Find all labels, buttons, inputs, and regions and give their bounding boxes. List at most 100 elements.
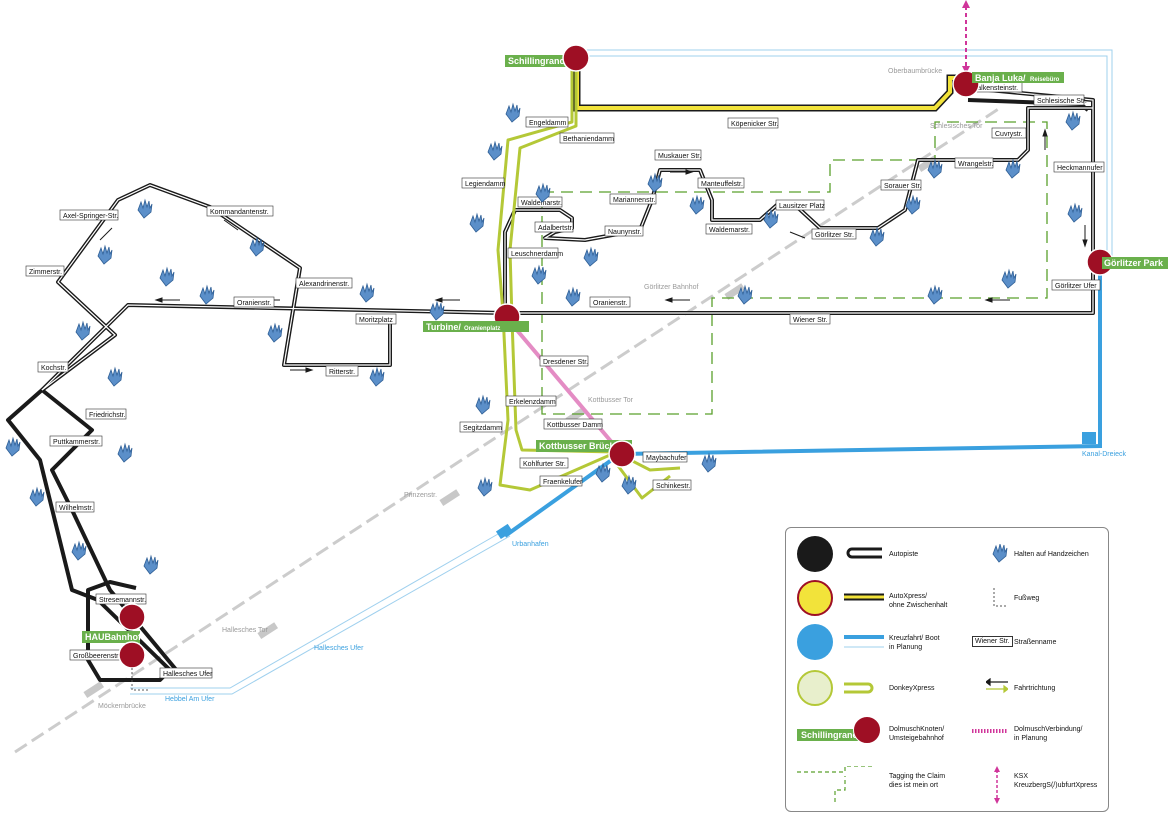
street-label: Leuschnerdamm — [507, 247, 563, 259]
svg-text:Hallesches Ufer: Hallesches Ufer — [163, 671, 213, 678]
legend-autoxpress: AutoXpress/ohne Zwischenhalt — [889, 593, 948, 609]
planned-boat-route — [130, 535, 511, 695]
svg-text:Cuvrystr.: Cuvrystr. — [995, 131, 1023, 138]
street-label: Wiener Str. — [789, 313, 831, 325]
svg-text:Banja Luka/: Banja Luka/ — [975, 73, 1026, 83]
svg-text:Hebbel Am Ufer: Hebbel Am Ufer — [165, 696, 215, 703]
svg-text:Maybachufer: Maybachufer — [646, 455, 687, 462]
legend-strassenname: Straßenname — [1014, 639, 1057, 646]
legend-hub-label: Schillingranch — [797, 729, 868, 741]
street-label: Cuvrystr. — [991, 127, 1027, 139]
svg-text:Kottbusser Tor: Kottbusser Tor — [588, 397, 634, 404]
legend-hub-dot — [853, 716, 881, 744]
street-label: Schinkestr. — [652, 479, 692, 491]
svg-text:Waldemarstr.: Waldemarstr. — [709, 227, 750, 234]
street-label: Mariannenstr. — [609, 193, 657, 205]
svg-text:Dresdener Str.: Dresdener Str. — [543, 359, 588, 366]
car-icon — [797, 536, 833, 572]
svg-text:Hallesches Tor: Hallesches Tor — [222, 627, 268, 634]
svg-text:Turbine/: Turbine/ — [426, 322, 461, 332]
legend-donkeyxpress: DonkeyXpress — [889, 685, 935, 692]
street-label: Oranienstr. — [233, 296, 275, 308]
autoxpress-icon — [797, 580, 833, 616]
street-label: Schlesische Str. — [1033, 94, 1087, 106]
svg-text:Waldemarstr.: Waldemarstr. — [521, 200, 562, 207]
svg-text:Segitzdamm: Segitzdamm — [463, 425, 502, 432]
svg-text:Wilhelmstr.: Wilhelmstr. — [59, 505, 93, 512]
svg-text:Zimmerstr.: Zimmerstr. — [29, 269, 62, 276]
street-label: Waldemarstr. — [705, 223, 753, 235]
donkeyxpress-network — [496, 66, 681, 500]
street-label: Friedrichstr. — [85, 408, 127, 420]
hub-turbine[interactable]: Turbine/ Oranienplatz — [423, 303, 529, 332]
svg-text:Oranienplatz: Oranienplatz — [464, 326, 500, 332]
legend-autopiste: Autopiste — [889, 551, 919, 558]
street-label: Maybachufer — [642, 451, 688, 463]
street-label: Wilhelmstr. — [55, 501, 95, 513]
svg-text:Schlesische Str.: Schlesische Str. — [1037, 98, 1087, 105]
svg-text:Kottbusser Brücke: Kottbusser Brücke — [539, 441, 620, 451]
street-label: Görlitzer Ufer — [1051, 279, 1101, 291]
svg-text:Kottbusser Damm: Kottbusser Damm — [547, 422, 603, 429]
hub-goerlitzer-park[interactable]: Görlitzer Park — [1086, 248, 1168, 276]
svg-text:Moritzplatz: Moritzplatz — [359, 317, 393, 324]
street-label: Legiendamm — [461, 177, 506, 189]
street-label: Kottbusser Damm — [543, 418, 603, 430]
street-label: Puttkammerstr. — [49, 435, 103, 447]
svg-text:Naunynstr.: Naunynstr. — [608, 229, 642, 236]
svg-text:Falkensteinstr.: Falkensteinstr. — [973, 85, 1018, 92]
street-label: Adalbertstr. — [534, 221, 573, 233]
svg-text:Schillingranch: Schillingranch — [508, 56, 570, 66]
svg-text:Manteuffelstr.: Manteuffelstr. — [701, 181, 743, 188]
svg-text:Ritterstr.: Ritterstr. — [329, 369, 355, 376]
street-label: Bethaniendamm — [559, 132, 615, 144]
boat-stop — [1082, 432, 1096, 444]
svg-text:Puttkammerstr.: Puttkammerstr. — [53, 439, 100, 446]
donkey-icon — [797, 670, 833, 706]
svg-text:Friedrichstr.: Friedrichstr. — [89, 412, 126, 419]
legend-fahrtrichtung: Fahrtrichtung — [1014, 685, 1056, 692]
svg-text:Erkelenzdamm: Erkelenzdamm — [509, 399, 556, 406]
legend: Autopiste Halten auf Handzeichen AutoXpr… — [785, 527, 1109, 812]
boat-icon — [797, 624, 833, 660]
svg-text:Engeldamm: Engeldamm — [529, 120, 567, 127]
svg-text:Kanal-Dreieck: Kanal-Dreieck — [1082, 451, 1126, 458]
svg-text:Oranienstr.: Oranienstr. — [593, 300, 627, 307]
svg-text:Prinzenstr.: Prinzenstr. — [404, 492, 437, 499]
legend-knoten: DolmuschKnoten/Umsteigebahnhof — [889, 726, 945, 742]
svg-text:Großbeerenstr.: Großbeerenstr. — [73, 653, 120, 660]
svg-text:Görlitzer Bahnhof: Görlitzer Bahnhof — [644, 284, 699, 291]
street-label: Heckmannufer — [1053, 161, 1105, 173]
street-label: Alexandrinenstr. — [295, 277, 353, 289]
legend-verbindung: DolmuschVerbindung/in Planung — [1014, 726, 1083, 742]
dolmusch-connection — [508, 320, 622, 454]
street-label: Kommandantenstr. — [206, 205, 274, 217]
svg-text:Stresemannstr.: Stresemannstr. — [99, 597, 146, 604]
planned-boat-route — [130, 529, 506, 689]
svg-text:Görlitzer Str.: Görlitzer Str. — [815, 232, 854, 239]
svg-text:Oranienstr.: Oranienstr. — [237, 300, 271, 307]
street-label: Engeldamm — [525, 116, 569, 128]
footpath — [131, 668, 150, 691]
street-label: Hallesches Ufer — [159, 667, 213, 679]
direction-sample — [986, 678, 1008, 694]
planned-boat-route-north — [582, 49, 1113, 265]
station-marker — [83, 681, 105, 698]
boat-stop — [495, 523, 513, 540]
street-label: Muskauer Str. — [654, 149, 702, 161]
svg-text:Kohlfurter Str.: Kohlfurter Str. — [523, 461, 566, 468]
hub-banja-luka[interactable]: Banja Luka/ Reisebüro — [952, 70, 1064, 98]
hub-kottbusser-bruecke[interactable]: Kottbusser Brücke — [536, 440, 636, 468]
hub-haubahnhof[interactable]: HAUBahnhof — [82, 603, 146, 669]
donkey-sample — [844, 682, 874, 694]
place-labels: Oberbaumbrücke Schlesisches Tor Görlitze… — [98, 68, 1126, 710]
svg-text:HAUBahnhof: HAUBahnhof — [85, 632, 142, 642]
legend-street-sample: Wiener Str. — [972, 636, 1013, 647]
svg-text:Möckernbrücke: Möckernbrücke — [98, 703, 146, 710]
hub-schillingranch[interactable]: Schillingranch — [505, 44, 590, 72]
street-label: Zimmerstr. — [25, 265, 65, 277]
svg-text:Heckmannufer: Heckmannufer — [1057, 165, 1103, 172]
